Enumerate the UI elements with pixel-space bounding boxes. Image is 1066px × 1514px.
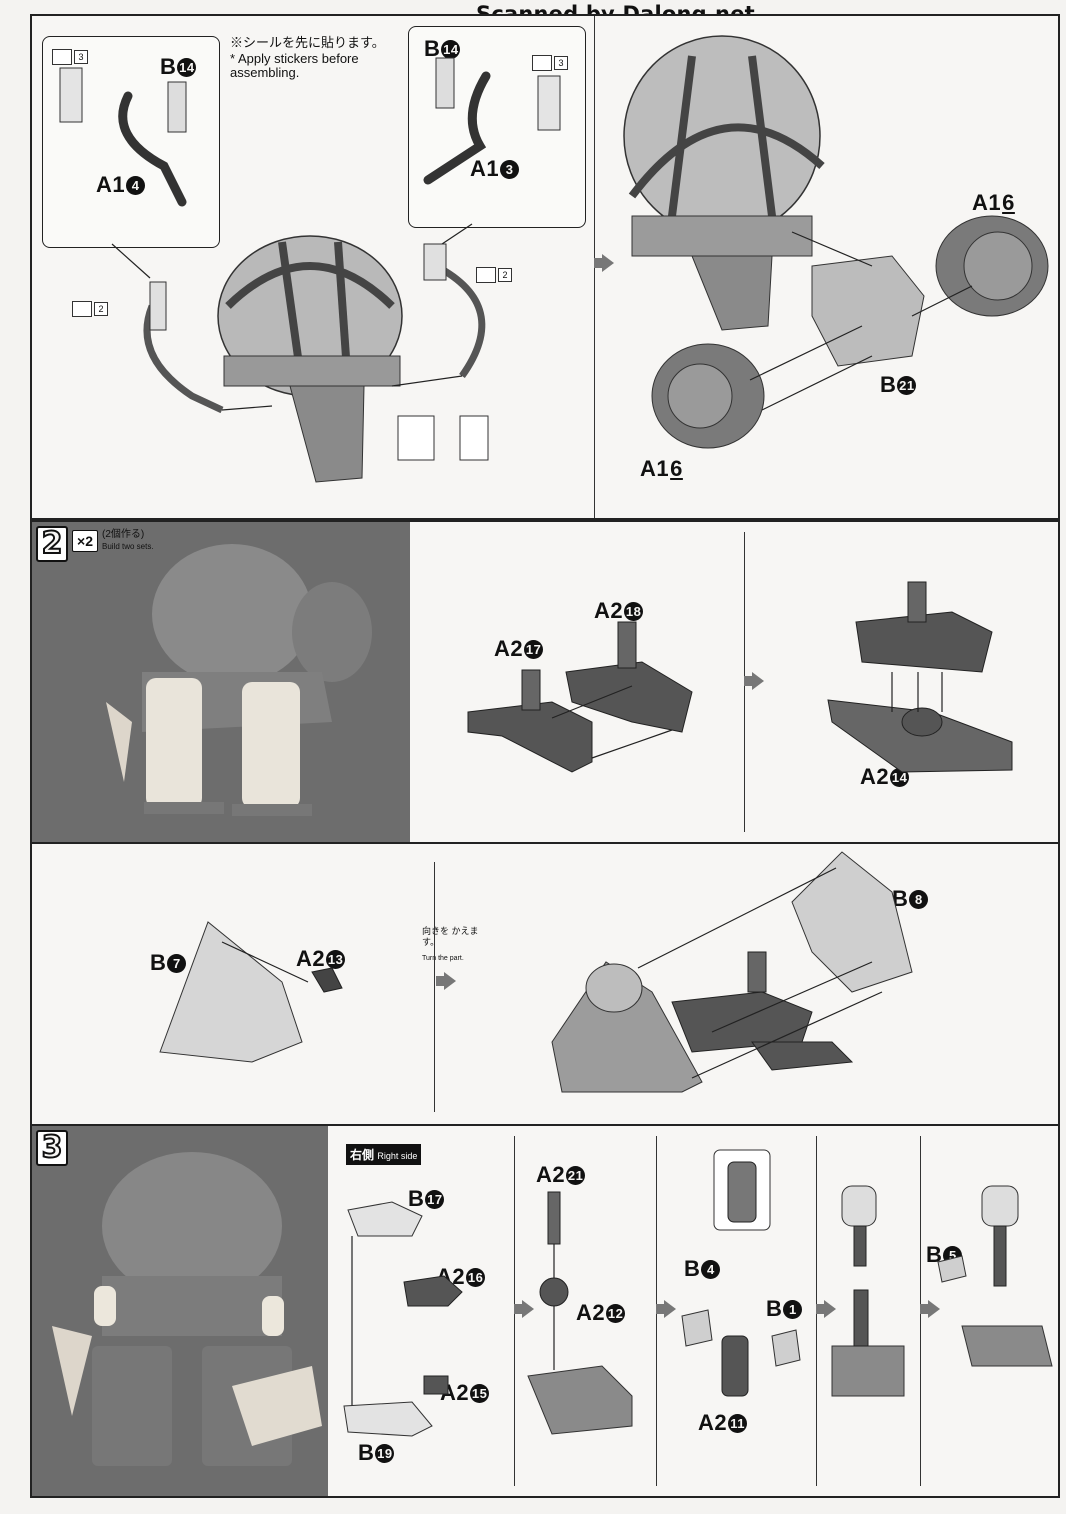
turn-note-en: Turn the part. [422, 955, 464, 962]
step3-arrow-1 [514, 1300, 534, 1318]
turn-note-jp: 向きを かえます。 [422, 926, 479, 947]
step2-divider-2 [434, 862, 435, 1112]
step3-arrow-2 [656, 1300, 676, 1318]
step1-arrow [594, 254, 614, 272]
sticker-note-en: * Apply stickers before assembling. [230, 51, 359, 80]
sticker-2-right: 2 [476, 266, 512, 284]
step3-illustration [343, 1149, 1053, 1437]
step2-arrow-1 [744, 672, 764, 690]
step2-separator [32, 842, 1058, 844]
step2-number: 2 [36, 526, 68, 562]
step3-number: 3 [36, 1130, 68, 1166]
label-a16-top: A16 [972, 190, 1015, 215]
step2-photo [32, 522, 410, 842]
step1-panel: ※シールを先に貼ります。 * Apply stickers before ass… [30, 14, 1060, 520]
sticker-3-left: 3 [52, 48, 88, 66]
step2-multiplier: ×2 [72, 530, 98, 552]
sticker-note-jp: ※シールを先に貼ります。 [230, 35, 385, 50]
step2-build-jp: (2個作る) [102, 529, 145, 540]
step3-arrow-3 [816, 1300, 836, 1318]
step2-illustration [159, 581, 1013, 1093]
step2-arrow-2 [436, 972, 456, 990]
step3-photo [32, 1126, 328, 1496]
sticker-3-right: 3 [532, 54, 568, 72]
sticker-2-left: 2 [72, 300, 108, 318]
step2-build-en: Build two sets. [102, 542, 154, 551]
side-label-jp: 右側 [350, 1148, 375, 1162]
side-label-en: Right side [377, 1151, 418, 1161]
step3-arrow-4 [920, 1300, 940, 1318]
dome-assembly-left-illustration [59, 35, 1049, 483]
label-a16-bottom: A16 [640, 456, 683, 481]
side-badge: 右側 Right side [346, 1144, 422, 1165]
